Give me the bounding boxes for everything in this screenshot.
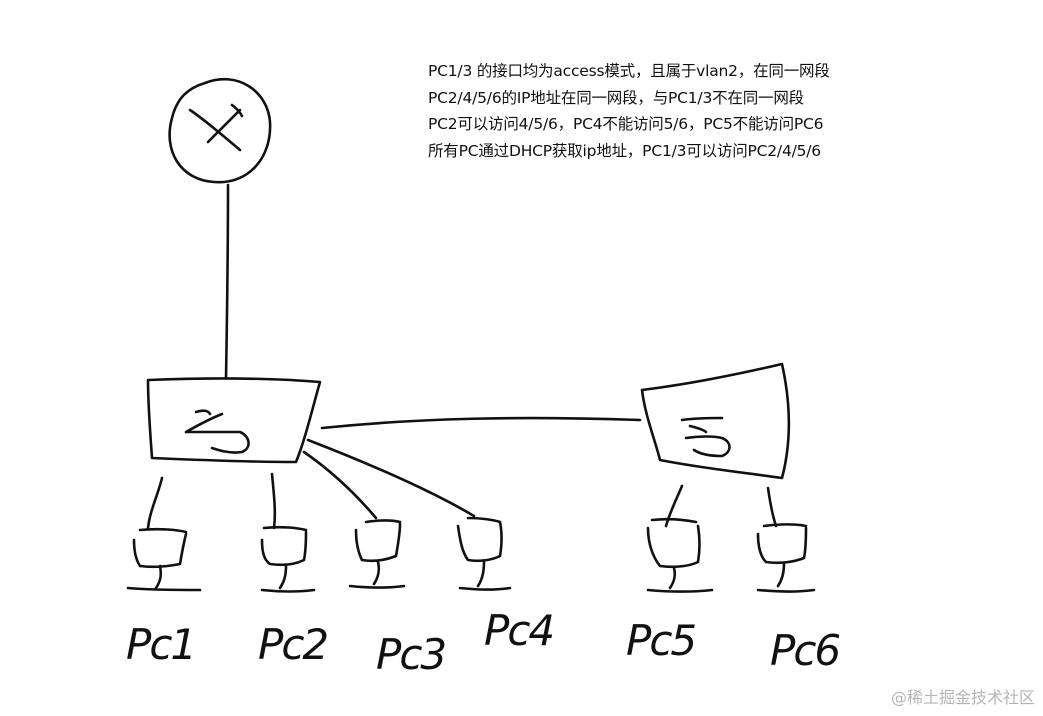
cable-pc4 bbox=[306, 438, 476, 518]
switch-2-symbol bbox=[680, 416, 731, 458]
pc2-label: Pc2 bbox=[258, 620, 329, 669]
pc5-label: Pc5 bbox=[626, 616, 697, 665]
inter-switch-cable bbox=[320, 416, 642, 430]
pc3-icon bbox=[348, 519, 406, 589]
switch-1 bbox=[146, 377, 322, 464]
pc6-label: Pc6 bbox=[770, 626, 841, 675]
switch-2-body bbox=[640, 362, 791, 480]
pc5-icon bbox=[646, 517, 714, 593]
note-line: PC1/3 的接口均为access模式，且属于vlan2，在同一网段 bbox=[428, 62, 830, 80]
switch-1-body bbox=[146, 377, 322, 464]
pc6-icon bbox=[756, 523, 816, 593]
cable-pc1 bbox=[146, 476, 164, 530]
requirements-notes: PC1/3 的接口均为access模式，且属于vlan2，在同一网段 PC2/4… bbox=[428, 58, 1028, 164]
router bbox=[168, 77, 272, 184]
cable-pc2 bbox=[270, 472, 277, 530]
watermark: @稀土掘金技术社区 bbox=[890, 688, 1035, 707]
router-x-mark bbox=[188, 103, 244, 152]
uplink-cable bbox=[224, 183, 230, 380]
cable-pc5 bbox=[664, 484, 684, 528]
pc4-icon bbox=[456, 516, 512, 591]
pc1-label: Pc1 bbox=[126, 620, 197, 669]
pc3-label: Pc3 bbox=[376, 630, 447, 679]
switch-2 bbox=[640, 362, 791, 480]
note-line: PC2可以访问4/5/6，PC4不能访问5/6，PC5不能访问PC6 bbox=[428, 115, 824, 133]
cable-pc3 bbox=[302, 450, 378, 520]
note-line: 所有PC通过DHCP获取ip地址，PC1/3可以访问PC2/4/5/6 bbox=[428, 141, 821, 160]
router-body bbox=[168, 77, 272, 184]
pc4-label: Pc4 bbox=[484, 606, 555, 655]
pc2-icon bbox=[260, 525, 316, 593]
cable-pc6 bbox=[766, 486, 778, 528]
pc1-icon bbox=[126, 527, 202, 592]
switch-1-symbol bbox=[184, 409, 250, 454]
note-line: PC2/4/5/6的IP地址在同一网段，与PC1/3不在同一网段 bbox=[428, 88, 804, 107]
